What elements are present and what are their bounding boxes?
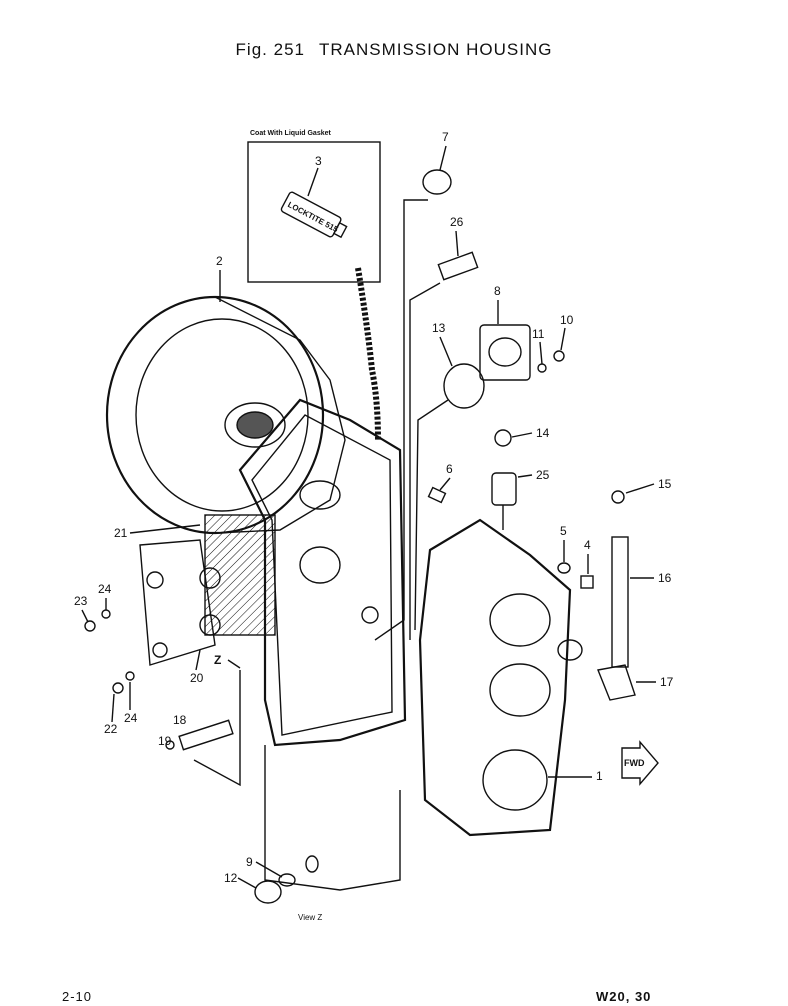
callout-10: 10 [560, 313, 574, 327]
callout-24b: 24 [124, 711, 138, 725]
gasket-tube-icon: LOCKTITE 515 [280, 191, 348, 239]
key-26 [437, 251, 479, 281]
callout-25: 25 [536, 468, 550, 482]
figure-heading: TRANSMISSION HOUSING [318, 40, 553, 59]
callout-3: 3 [315, 154, 322, 168]
callout-22: 22 [104, 722, 118, 736]
callout-8: 8 [494, 284, 501, 298]
o-ring-13 [443, 363, 485, 409]
figure-number: Fig. 251 [235, 40, 305, 59]
callout-13: 13 [432, 321, 446, 335]
flange-8 [479, 324, 531, 381]
fwd-arrow-icon: FWD [621, 740, 659, 786]
callout-2: 2 [216, 254, 223, 268]
callout-24a: 24 [98, 582, 112, 596]
callout-17: 17 [660, 675, 674, 689]
callout-12: 12 [224, 871, 238, 885]
bell-housing [105, 295, 346, 535]
callout-26: 26 [450, 215, 464, 229]
callout-23: 23 [74, 594, 88, 608]
figure-title: Fig. 251 TRANSMISSION HOUSING [0, 40, 788, 60]
callout-15: 15 [658, 477, 672, 491]
callout-7: 7 [442, 130, 449, 144]
liquid-gasket-inset: Coat With Liquid Gasket LOCKTITE 515 [247, 130, 381, 283]
transmission-case [238, 398, 407, 891]
bearing-7 [422, 169, 452, 195]
callout-20: 20 [190, 671, 204, 685]
view-z-label: View Z [298, 913, 322, 922]
fwd-label: FWD [624, 758, 645, 768]
inset-caption: Coat With Liquid Gasket [250, 130, 331, 137]
callout-19: 19 [158, 734, 172, 748]
callout-numbers: 1 2 3 4 5 6 7 8 9 10 11 12 13 14 15 16 1… [74, 130, 674, 889]
callout-6: 6 [446, 462, 453, 476]
callout-9: 9 [246, 855, 253, 869]
model-code: W20, 30 [596, 989, 652, 1004]
callout-4: 4 [584, 538, 591, 552]
callout-18: 18 [173, 713, 187, 727]
callout-21: 21 [114, 526, 128, 540]
callout-1: 1 [596, 769, 603, 783]
page-number: 2-10 [62, 989, 93, 1004]
control-valve [139, 514, 276, 666]
callout-5: 5 [560, 524, 567, 538]
housing-cover [418, 518, 583, 837]
callout-11: 11 [532, 327, 545, 341]
callout-14: 14 [536, 426, 550, 440]
z-marker: Z [214, 653, 221, 667]
callout-16: 16 [658, 571, 672, 585]
